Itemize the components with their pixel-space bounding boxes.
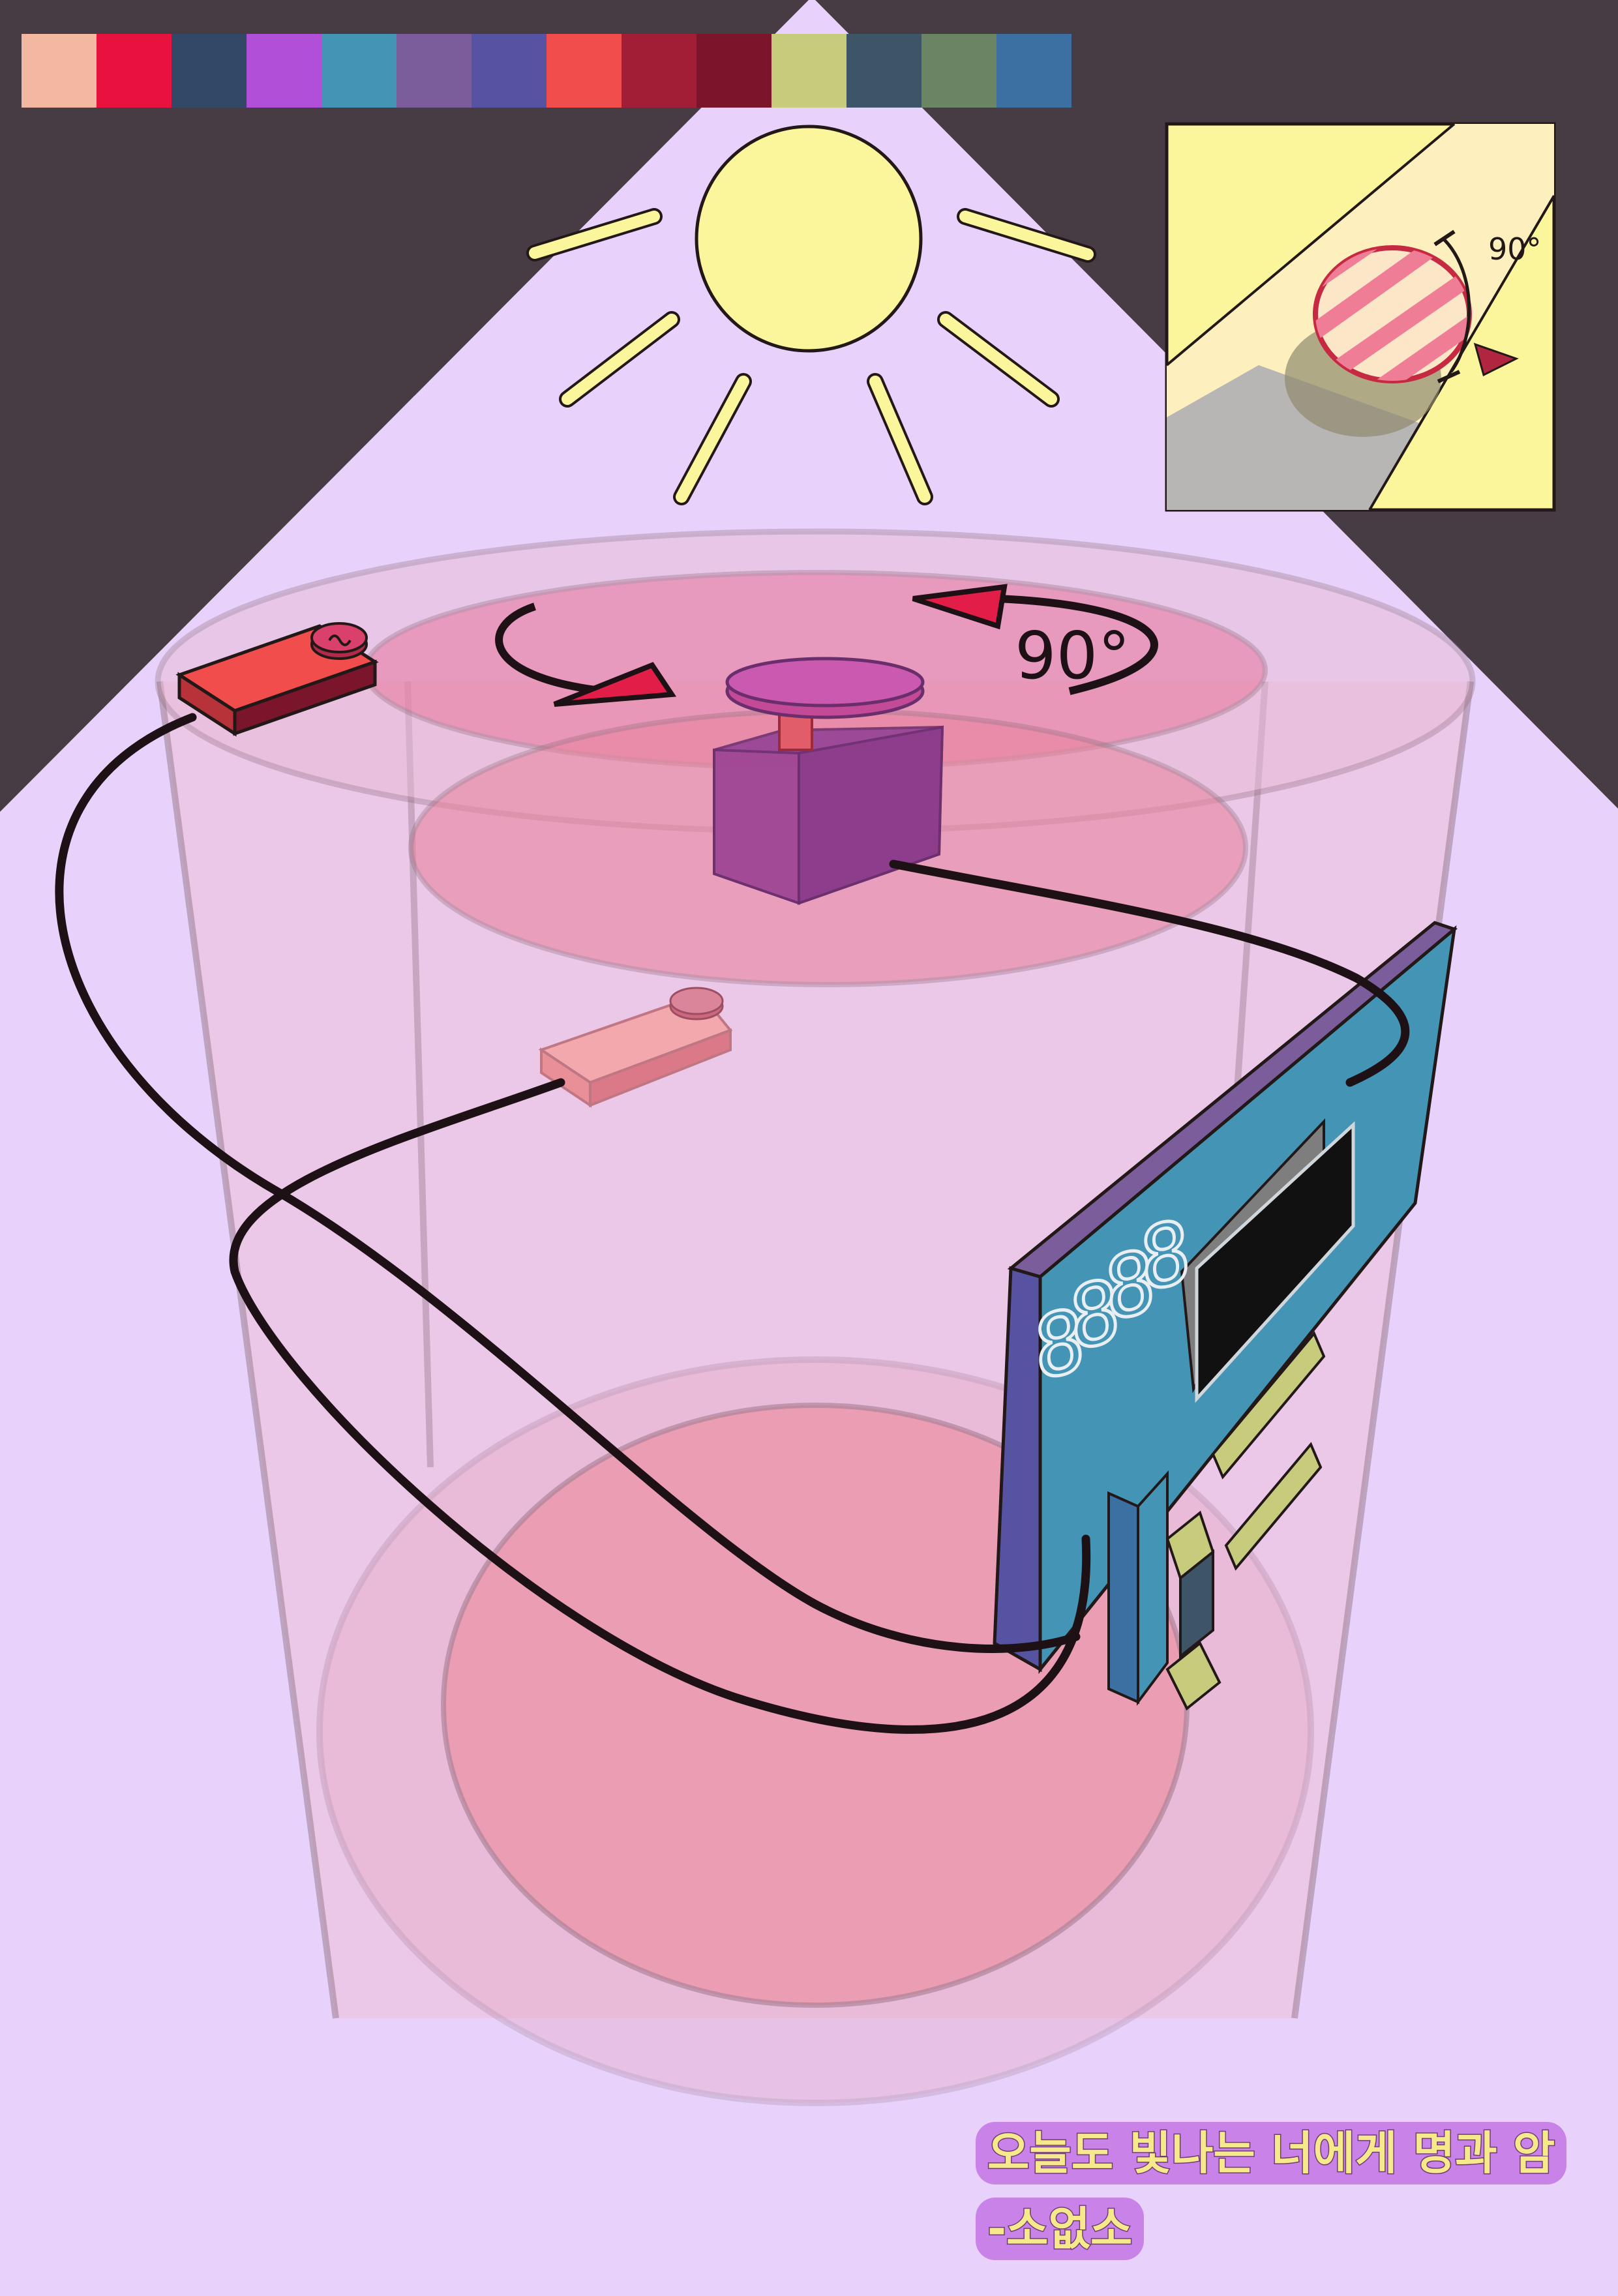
palette-swatch: [97, 34, 172, 108]
servo-motor: [713, 657, 944, 905]
palette-swatch: [697, 34, 772, 108]
wire-top-sensor: [55, 713, 1081, 1653]
inset-detail: 90°: [1165, 122, 1556, 512]
palette-swatch: [22, 34, 97, 108]
rotation-label-inset: 90°: [1488, 231, 1542, 267]
wire-inner-sensor: [229, 1078, 1091, 1734]
palette-swatch: [996, 34, 1071, 108]
wires: [55, 713, 1410, 1734]
display-digit: 8: [1137, 1201, 1193, 1311]
pcb-components: [1107, 1331, 1326, 1711]
display-digit: 8: [1101, 1230, 1158, 1341]
light-sensor-top: [175, 622, 379, 737]
wire-servo: [889, 859, 1410, 1087]
color-palette: [22, 34, 1071, 108]
palette-swatch: [172, 34, 247, 108]
rotation-label: 90°: [1015, 618, 1130, 694]
light-sensor-inner: [538, 987, 733, 1108]
palette-swatch: [397, 34, 472, 108]
rotation-arrow-inset: [1473, 342, 1519, 377]
caption-line-2: -소없소: [976, 2198, 1145, 2260]
palette-swatch: [921, 34, 996, 108]
display-digit: 8: [1066, 1260, 1123, 1370]
palette-swatch: [547, 34, 622, 108]
rotation-arrow-right: [912, 584, 1008, 630]
palette-swatch: [846, 34, 921, 108]
dark-corner-left: [0, 0, 809, 812]
palette-swatch: [322, 34, 397, 108]
rotation-arrow-left: [553, 662, 677, 707]
rotation-indicator: 90°: [495, 584, 1158, 707]
palette-swatch: [247, 34, 322, 108]
palette-swatch: [472, 34, 547, 108]
caption-line-1: 오늘도 빛나는 너에게 명과 암: [976, 2122, 1567, 2184]
palette-swatch: [622, 34, 697, 108]
sun-disc: [695, 125, 923, 353]
display-digit: 8: [1031, 1289, 1088, 1399]
sun-rays: [529, 211, 1094, 503]
palette-swatch: [772, 34, 846, 108]
sun-icon: [526, 125, 1096, 505]
